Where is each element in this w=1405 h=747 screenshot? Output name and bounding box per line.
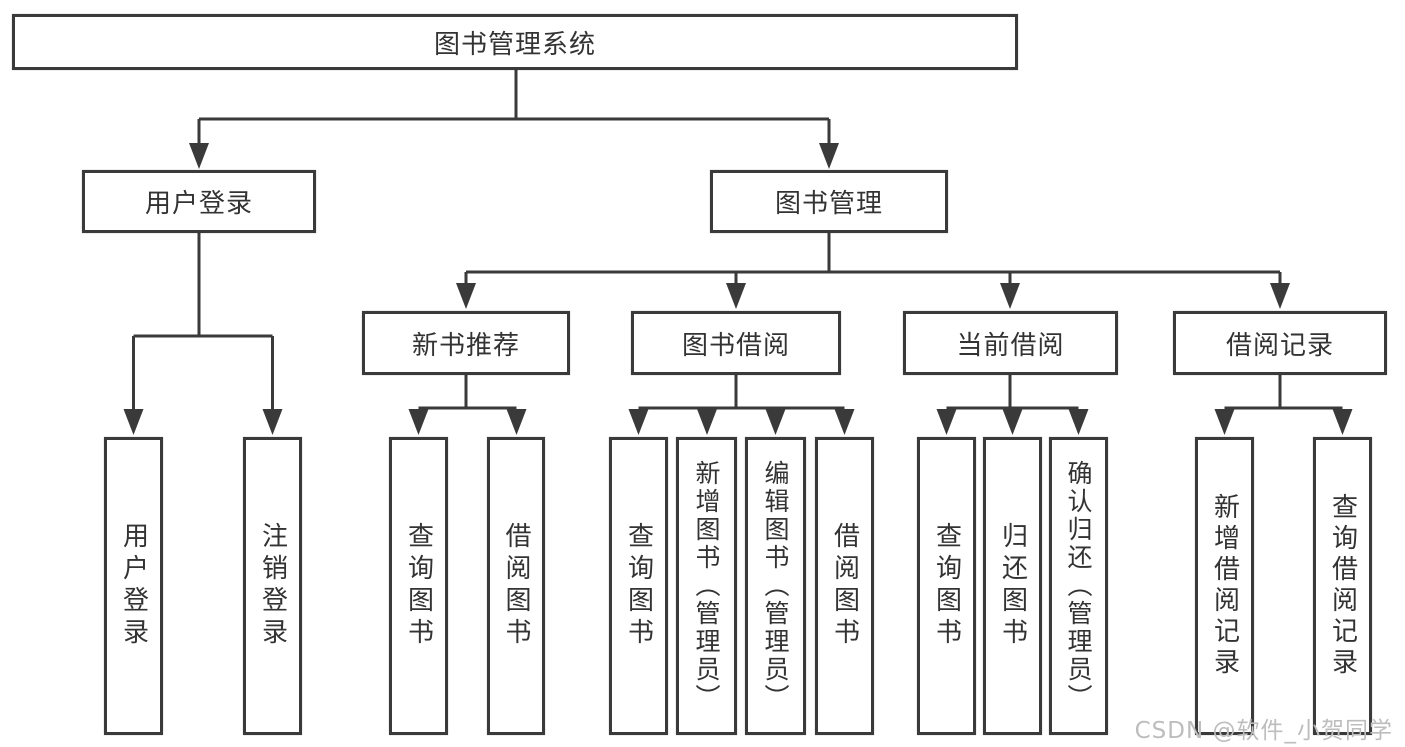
leaf-return-books: 归还图书 bbox=[983, 437, 1042, 735]
leaf-query-books-current: 查询图书 bbox=[917, 437, 976, 735]
leaf-add-borrow-record: 新增借阅记录 bbox=[1195, 437, 1254, 735]
node-current-borrowing: 当前借阅 bbox=[903, 311, 1118, 375]
node-label: 新书推荐 bbox=[411, 330, 520, 361]
node-book-borrowing: 图书借阅 bbox=[631, 311, 841, 375]
arrow-icon bbox=[1214, 409, 1235, 435]
connector-records-to-leaves bbox=[1224, 375, 1343, 410]
node-label: 编辑图书（管理员） bbox=[761, 460, 790, 712]
node-book-management: 图书管理 bbox=[710, 170, 948, 233]
node-label: 新增借阅记录 bbox=[1209, 493, 1240, 679]
arrow-icon bbox=[1000, 283, 1020, 309]
arrow-icon bbox=[936, 409, 957, 435]
arrow-icon bbox=[123, 409, 144, 435]
arrow-icon bbox=[456, 283, 476, 309]
arrow-icon bbox=[834, 409, 855, 435]
node-label: 图书管理系统 bbox=[433, 29, 596, 60]
node-label: 用户登录 bbox=[144, 189, 253, 219]
leaf-confirm-return-admin: 确认归还（管理员） bbox=[1049, 437, 1108, 735]
leaf-query-borrow-record: 查询借阅记录 bbox=[1313, 437, 1372, 735]
arrow-icon bbox=[819, 143, 839, 169]
arrow-icon bbox=[408, 409, 429, 435]
node-library-management-system: 图书管理系统 bbox=[12, 14, 1018, 70]
node-label: 借阅图书 bbox=[501, 522, 531, 650]
leaf-user-login: 用户登录 bbox=[104, 437, 163, 735]
node-label: 借阅记录 bbox=[1225, 330, 1334, 361]
leaf-query-books-borrow: 查询图书 bbox=[609, 437, 668, 735]
connector-current-to-leaves bbox=[946, 375, 1079, 410]
leaf-add-book-admin: 新增图书（管理员） bbox=[676, 437, 737, 735]
node-user-login: 用户登录 bbox=[82, 170, 316, 233]
leaf-borrow-books: 借阅图书 bbox=[815, 437, 874, 735]
node-label: 新增图书（管理员） bbox=[692, 460, 721, 712]
connector-root-to-level2 bbox=[197, 70, 831, 145]
connector-login-to-leaves bbox=[132, 233, 274, 411]
arrow-icon bbox=[697, 409, 717, 435]
connector-borrow-to-leaves bbox=[638, 375, 845, 410]
node-label: 查询图书 bbox=[623, 522, 654, 650]
arrow-icon bbox=[1068, 409, 1089, 435]
arrow-icon bbox=[262, 409, 283, 435]
leaf-query-books-recommend: 查询图书 bbox=[389, 437, 448, 735]
arrow-icon bbox=[628, 409, 649, 435]
arrow-icon bbox=[189, 143, 209, 169]
node-borrow-records: 借阅记录 bbox=[1173, 311, 1387, 375]
node-label: 图书借阅 bbox=[681, 330, 790, 361]
arrow-icon bbox=[1270, 283, 1290, 309]
arrow-icon bbox=[506, 409, 527, 435]
node-new-book-recommend: 新书推荐 bbox=[362, 311, 570, 375]
node-label: 查询图书 bbox=[403, 522, 434, 650]
arrow-icon bbox=[1002, 409, 1023, 435]
node-label: 确认归还（管理员） bbox=[1064, 460, 1093, 712]
arrow-icon bbox=[765, 409, 786, 435]
node-label: 归还图书 bbox=[997, 522, 1028, 650]
node-label: 查询借阅记录 bbox=[1327, 493, 1358, 679]
leaf-edit-book-admin: 编辑图书（管理员） bbox=[745, 437, 806, 735]
node-label: 借阅图书 bbox=[829, 522, 860, 650]
node-label: 查询图书 bbox=[931, 522, 962, 650]
arrow-icon bbox=[726, 283, 746, 309]
node-label: 用户登录 bbox=[118, 522, 149, 650]
connector-bookmgmt-to-level3 bbox=[464, 233, 1282, 285]
node-label: 图书管理 bbox=[774, 189, 883, 219]
node-label: 注销登录 bbox=[257, 522, 288, 650]
node-label: 当前借阅 bbox=[956, 330, 1065, 361]
arrow-icon bbox=[1332, 409, 1353, 435]
leaf-logout: 注销登录 bbox=[243, 437, 302, 735]
leaf-borrow-books-recommend: 借阅图书 bbox=[487, 437, 545, 735]
connector-recommend-to-leaves bbox=[418, 375, 517, 410]
csdn-watermark: CSDN @软件_小贺同学 bbox=[1134, 718, 1393, 744]
